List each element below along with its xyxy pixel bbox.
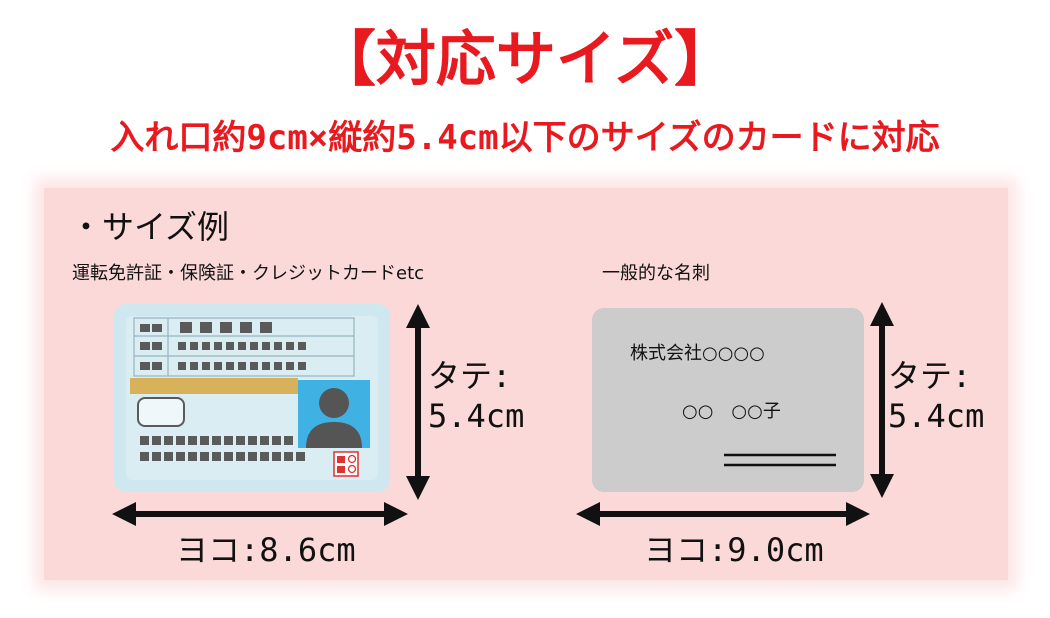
business-card-name: ○○ ○○子	[682, 401, 781, 422]
license-height-label: タテ: 5.4cm	[428, 356, 524, 436]
license-caption: 運転免許証・保険証・クレジットカードetc	[72, 263, 425, 284]
license-height-title: タテ:	[428, 357, 512, 395]
business-card-image	[592, 308, 864, 492]
business-card-caption: 一般的な名刺	[602, 263, 710, 284]
license-height-value: 5.4cm	[428, 397, 525, 435]
size-example-heading: ・サイズ例	[70, 208, 230, 246]
license-width-label: ヨコ:8.6cm	[176, 530, 356, 570]
license-width-value: 8.6cm	[259, 531, 356, 569]
license-card-image	[114, 304, 390, 492]
business-card-width-value: 9.0cm	[727, 531, 824, 569]
license-width-title: ヨコ:	[176, 531, 260, 569]
business-card-height-label: タテ: 5.4cm	[888, 356, 984, 436]
business-card-width-label: ヨコ:9.0cm	[644, 530, 824, 570]
page-subtitle: 入れ口約9cm×縦約5.4cm以下のサイズのカードに対応	[110, 118, 940, 158]
business-card-height-value: 5.4cm	[888, 397, 985, 435]
business-card-company: 株式会社○○○○	[630, 343, 765, 364]
page-title: 【対応サイズ】	[315, 25, 735, 95]
business-card-height-title: タテ:	[888, 357, 972, 395]
business-card-width-title: ヨコ:	[644, 531, 728, 569]
